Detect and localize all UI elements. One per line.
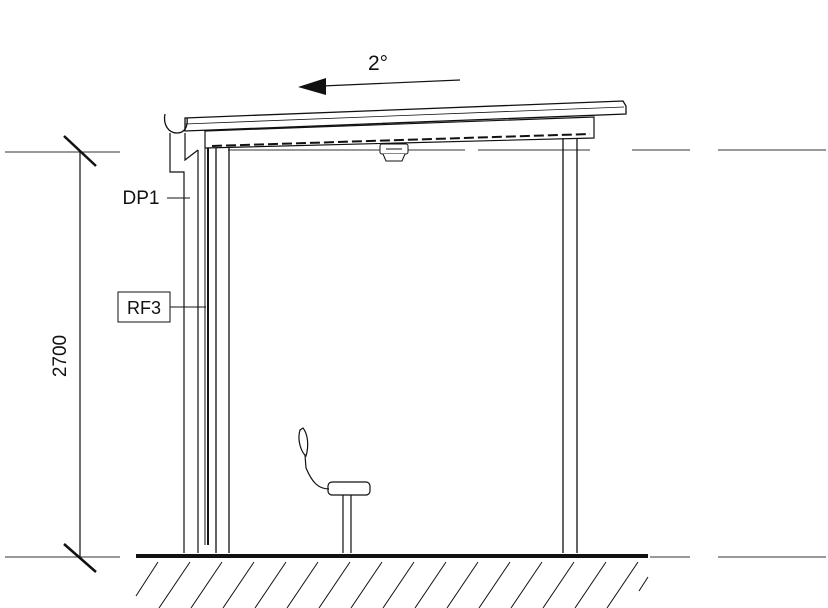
right-column [562,138,578,553]
roof-finish-tag-label: RF3 [127,298,161,318]
height-dimension-label: 2700 [50,335,71,377]
left-column [215,148,230,553]
height-dimension [63,135,97,573]
gutter [163,113,188,134]
downpipe-tag-label: DP1 [123,188,160,209]
roof-finish-tag-box [117,291,171,323]
seat [298,427,371,553]
roof-finish-element [204,148,209,545]
roof-pitch-label: 2° [368,52,388,75]
dimension-tick-top [63,135,97,167]
light-fitting [379,143,409,162]
ground-hatching [135,561,649,608]
roof-pitch-arrow [298,78,461,95]
top-level-reference-line [5,149,826,153]
downpipe [169,133,199,553]
dimension-tick-bottom [63,543,97,573]
roof-beam [204,116,595,149]
arrow-head-icon [298,78,326,95]
